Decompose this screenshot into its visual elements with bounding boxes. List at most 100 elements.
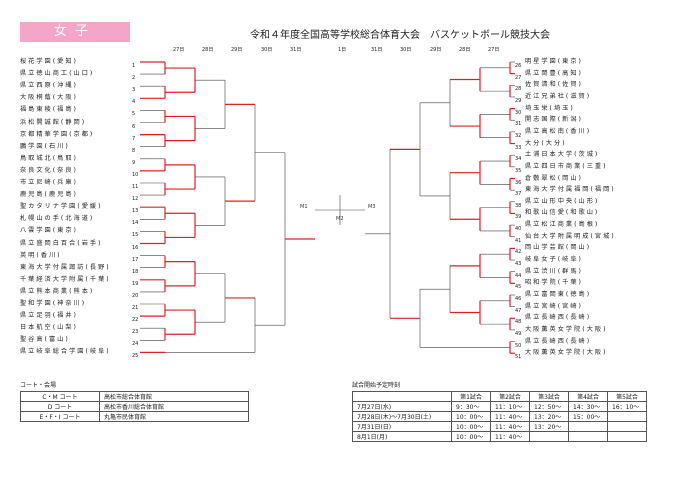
- team-entry: 37東海大学付属福岡(福岡): [515, 184, 645, 197]
- date-label: 31日: [371, 47, 383, 53]
- schedule-date: 7月31日(日): [352, 421, 452, 432]
- team-seed-number: 25: [132, 353, 139, 360]
- team-seed-number: 51: [515, 354, 522, 361]
- team-seed-number: 14: [132, 220, 139, 227]
- team-seed-number: 48: [515, 319, 522, 326]
- schedule-time: 10：00～: [451, 411, 491, 422]
- team-entry: 聖谷高(富山)24: [20, 334, 142, 347]
- schedule-corner: [352, 391, 452, 402]
- schedule-table: 第1試合 第2試合 第3試合 第4試合 第5試合 7月27日(水) 9：30～ …: [352, 391, 647, 442]
- team-entry: 県立盛岡白百合(岩手)16: [20, 238, 142, 251]
- team-entry: 42岡山学芸館(岡山): [515, 242, 645, 255]
- team-entry: 38県立山形中央(山形): [515, 196, 645, 209]
- team-entry: 浜松開誠館(静岡)6: [20, 117, 142, 130]
- round-dates: 27日 28日 29日 30日 31日 1日 31日 30日 29日 28日 2…: [0, 46, 680, 56]
- team-seed-number: 17: [132, 256, 139, 263]
- schedule-col-header: 第2試合: [490, 391, 530, 402]
- team-name: 県立岐阜総合学園(岐阜): [20, 348, 111, 356]
- team-seed-number: 1: [132, 63, 136, 69]
- team-seed-number: 47: [515, 307, 522, 314]
- team-entry: 51大阪薫英女学院(大阪): [515, 347, 645, 360]
- date-label: 1日: [338, 47, 347, 53]
- team-name: 県立長崎西(長崎): [525, 314, 592, 322]
- team-entry: 市立尼崎(兵庫)11: [20, 177, 142, 190]
- team-entry: 47県立宮崎(宮崎): [515, 301, 645, 314]
- team-name: 大分(大分): [525, 139, 567, 147]
- team-entry: 札幌山の手(北海道)14: [20, 213, 142, 226]
- court-heading: コート・会場: [20, 382, 57, 389]
- court-name: C・M コート: [20, 391, 100, 402]
- team-name: 開志国際(新潟): [525, 116, 583, 124]
- team-seed-number: 40: [515, 226, 522, 233]
- schedule-time: 10：00～: [451, 421, 491, 432]
- court-row: C・M コート 高松市総合体育館: [20, 391, 249, 402]
- team-name: 市立尼崎(兵庫): [20, 179, 78, 186]
- schedule-time: 13：20～: [529, 421, 569, 432]
- team-entry: 大阪桐蔭(大阪)4: [20, 92, 142, 105]
- team-entry: 奈良文化(奈良)10: [20, 165, 142, 178]
- team-entry: 東海大学付属諏訪(長野)18: [20, 262, 142, 275]
- team-name: 大阪桐蔭(大阪): [20, 94, 78, 102]
- team-entry: 28佐賀清和(佐賀): [515, 79, 645, 92]
- team-seed-number: 10: [132, 171, 139, 178]
- schedule-time: [607, 431, 647, 442]
- team-seed-number: 12: [132, 196, 139, 203]
- court-venue: 高松市香川総合体育館: [99, 401, 249, 412]
- team-name: 県立長崎西(長崎): [525, 337, 592, 345]
- date-label: 27日: [173, 47, 185, 53]
- team-name: 県立徳山商工(山口): [20, 70, 95, 78]
- team-name: 佐賀清和(佐賀): [525, 81, 583, 89]
- team-name: 大阪薫英女学院(大阪): [525, 349, 608, 357]
- team-name: 昭和学院(千葉): [525, 279, 583, 287]
- team-name: 聖谷高(富山): [20, 336, 70, 344]
- team-seed-number: 31: [515, 121, 522, 128]
- team-entry: 35県立四日市商業(三重): [515, 161, 645, 174]
- schedule-row: 8月1日(月) 10：00～ 11：40～: [352, 431, 647, 442]
- team-name: 土浦日本大学(茨城): [525, 151, 600, 159]
- team-name: 県立宮崎(宮崎): [525, 302, 583, 310]
- match-label: M1: [300, 204, 308, 210]
- team-name: 英明(香川): [20, 251, 62, 259]
- team-name: 浜松開誠館(静岡): [20, 118, 87, 126]
- team-name: 日本航空(山梨): [20, 324, 78, 332]
- team-name: 県立岡豊(高知): [525, 69, 583, 77]
- team-entry: 40県立松江商業(島根): [515, 219, 645, 232]
- team-name: 千葉経済大学附属(千葉): [20, 275, 111, 283]
- team-entry: 45昭和学院(千葉): [515, 277, 645, 290]
- team-name: 県立富岡東(徳島): [525, 291, 592, 298]
- schedule-row: 7月27日(水) 9：30～ 11：10～ 12：50～ 14：30～ 16：1…: [352, 401, 647, 412]
- date-label: 30日: [261, 47, 273, 53]
- team-seed-number: 20: [132, 292, 139, 299]
- team-seed-number: 50: [515, 342, 522, 349]
- schedule-time: 16：10～: [607, 401, 647, 412]
- date-label: 29日: [231, 47, 243, 53]
- court-venue: 丸亀市民体育館: [99, 411, 249, 422]
- team-seed-number: 30: [515, 109, 522, 116]
- team-seed-number: 38: [515, 202, 522, 209]
- team-seed-number: 28: [515, 86, 522, 93]
- date-label: 31日: [290, 47, 302, 53]
- team-name: 鵬学園(石川): [20, 142, 70, 150]
- team-name: 東海大学付属諏訪(長野): [20, 263, 111, 271]
- team-name: 県立四日市商業(三重): [525, 162, 608, 170]
- team-seed-number: 43: [515, 261, 522, 268]
- team-entry: 29近江兄弟社(滋賀): [515, 91, 645, 104]
- team-seed-number: 22: [132, 317, 139, 324]
- team-seed-number: 27: [515, 74, 522, 81]
- team-name: 八雲学園(東京): [20, 227, 78, 235]
- team-name: 大阪薫英女学院(大阪): [525, 325, 608, 333]
- team-entry: 46県立富岡東(徳島): [515, 289, 645, 302]
- team-entry: 県立西原(沖縄)3: [20, 80, 142, 93]
- team-entry: 聖和学園(神奈川)21: [20, 298, 142, 311]
- team-entry: 48県立長崎西(長崎): [515, 312, 645, 325]
- team-seed-number: 37: [515, 191, 522, 198]
- team-seed-number: 35: [515, 167, 522, 174]
- date-label: 27日: [488, 47, 500, 53]
- team-seed-number: 5: [132, 111, 136, 118]
- team-entry: 京都精華学園(京都)7: [20, 129, 142, 142]
- schedule-col-header: 第4試合: [568, 391, 608, 402]
- team-name: 埼玉栄(埼玉): [525, 104, 575, 112]
- court-section: コート・会場 C・M コート 高松市総合体育館 D コート 高松市香川総合体育館…: [20, 380, 249, 422]
- team-seed-number: 36: [515, 179, 522, 186]
- team-seed-number: 49: [515, 330, 522, 337]
